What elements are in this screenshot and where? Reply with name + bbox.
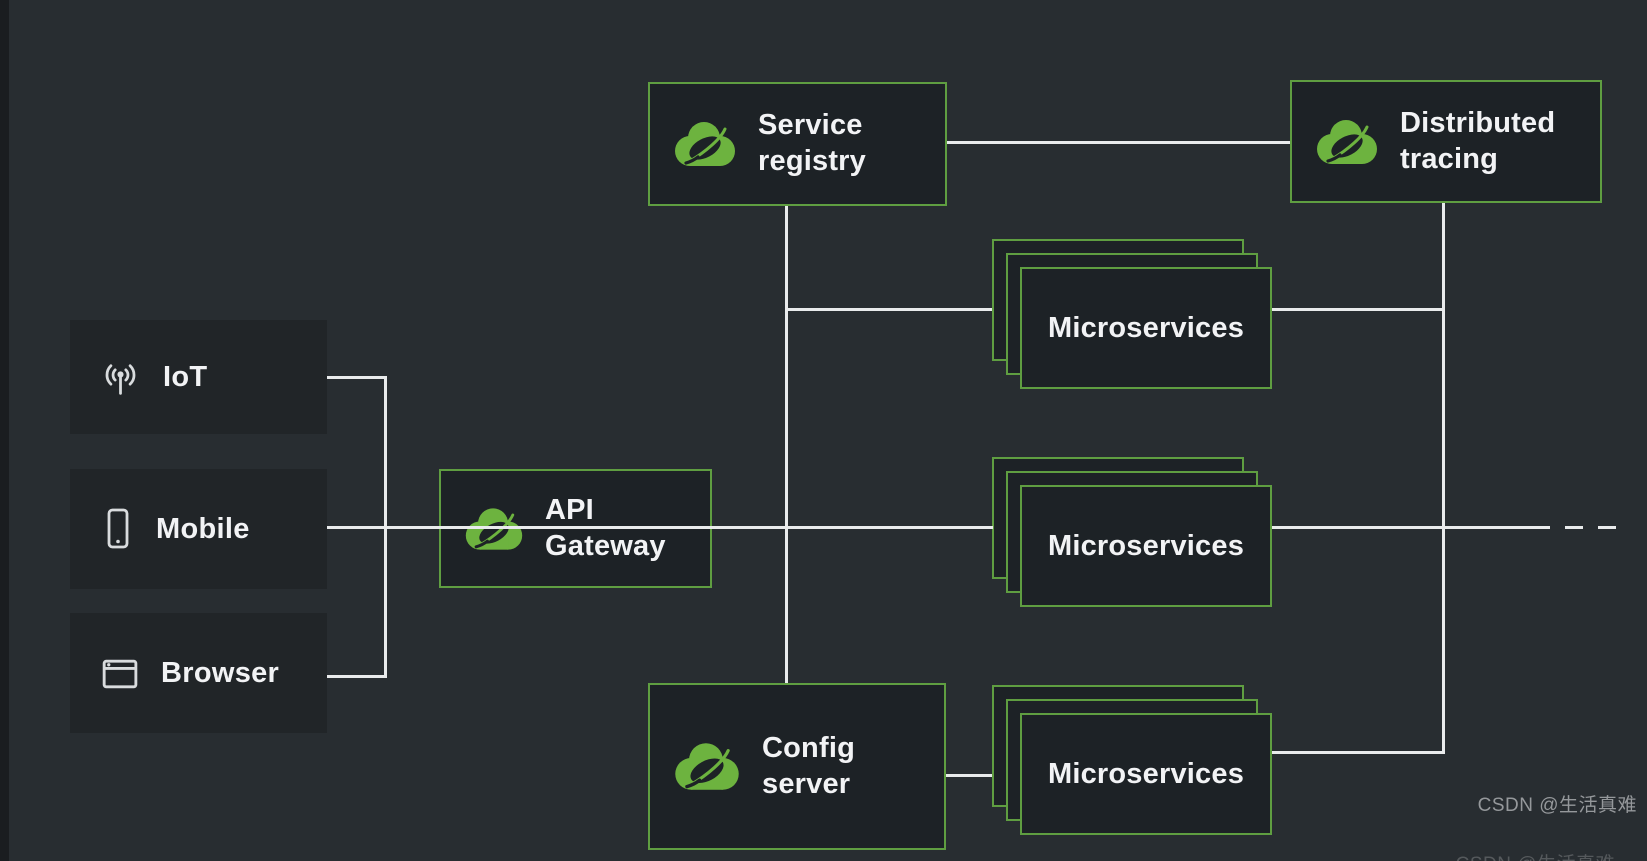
node-config-server-label: Config server <box>762 731 856 800</box>
node-mobile: Mobile <box>70 469 327 589</box>
spring-cloud-icon <box>1317 119 1377 164</box>
node-microservices-top: Microservices <box>1020 267 1272 389</box>
edge-main-dash-1 <box>1565 526 1583 529</box>
node-service-registry: Service registry <box>648 82 947 206</box>
node-iot-label: IoT <box>163 360 208 393</box>
edge-registry-config-vertical <box>785 206 788 683</box>
mobile-phone-icon <box>107 508 129 549</box>
spring-cloud-icon <box>675 122 735 166</box>
edge-browser-bracket <box>327 675 387 678</box>
node-microservices-middle: Microservices <box>1020 485 1272 607</box>
edge-main-right <box>1272 526 1550 529</box>
node-mobile-label: Mobile <box>156 512 250 545</box>
node-iot: IoT <box>70 320 327 434</box>
edge-main-dash-2 <box>1598 526 1616 529</box>
edge-tracing-vertical <box>1442 203 1445 754</box>
node-service-registry-label: Service registry <box>758 109 866 177</box>
left-edge-strip <box>0 0 9 861</box>
node-microservices-middle-label: Microservices <box>1047 529 1245 562</box>
node-config-server: Config server <box>648 683 946 850</box>
edge-main-gateway-microservices <box>327 526 993 529</box>
node-microservices-bottom-label: Microservices <box>1047 757 1245 790</box>
edge-vertical-microservices-top <box>785 308 992 311</box>
spring-cloud-icon <box>675 743 739 790</box>
node-microservices-bottom: Microservices <box>1020 713 1272 835</box>
node-distributed-tracing: Distributed tracing <box>1290 80 1602 203</box>
edge-microservices-top-right <box>1272 308 1445 311</box>
edge-config-microservices <box>946 774 992 777</box>
edge-microservices-bottom-right <box>1272 751 1445 754</box>
node-browser: Browser <box>70 613 327 733</box>
node-browser-label: Browser <box>161 656 280 689</box>
node-microservices-top-label: Microservices <box>1047 311 1245 344</box>
edge-iot-bracket <box>327 376 387 379</box>
browser-window-icon <box>102 659 138 688</box>
broadcast-icon <box>105 364 136 395</box>
node-distributed-tracing-label: Distributed tracing <box>1400 106 1556 175</box>
watermark-text: CSDN @生活真难 <box>1477 795 1637 816</box>
edge-registry-tracing <box>947 141 1290 144</box>
watermark-text-clipped: CSDN @生活真难 <box>1456 849 1615 861</box>
node-api-gateway-label: API Gateway <box>545 493 666 562</box>
